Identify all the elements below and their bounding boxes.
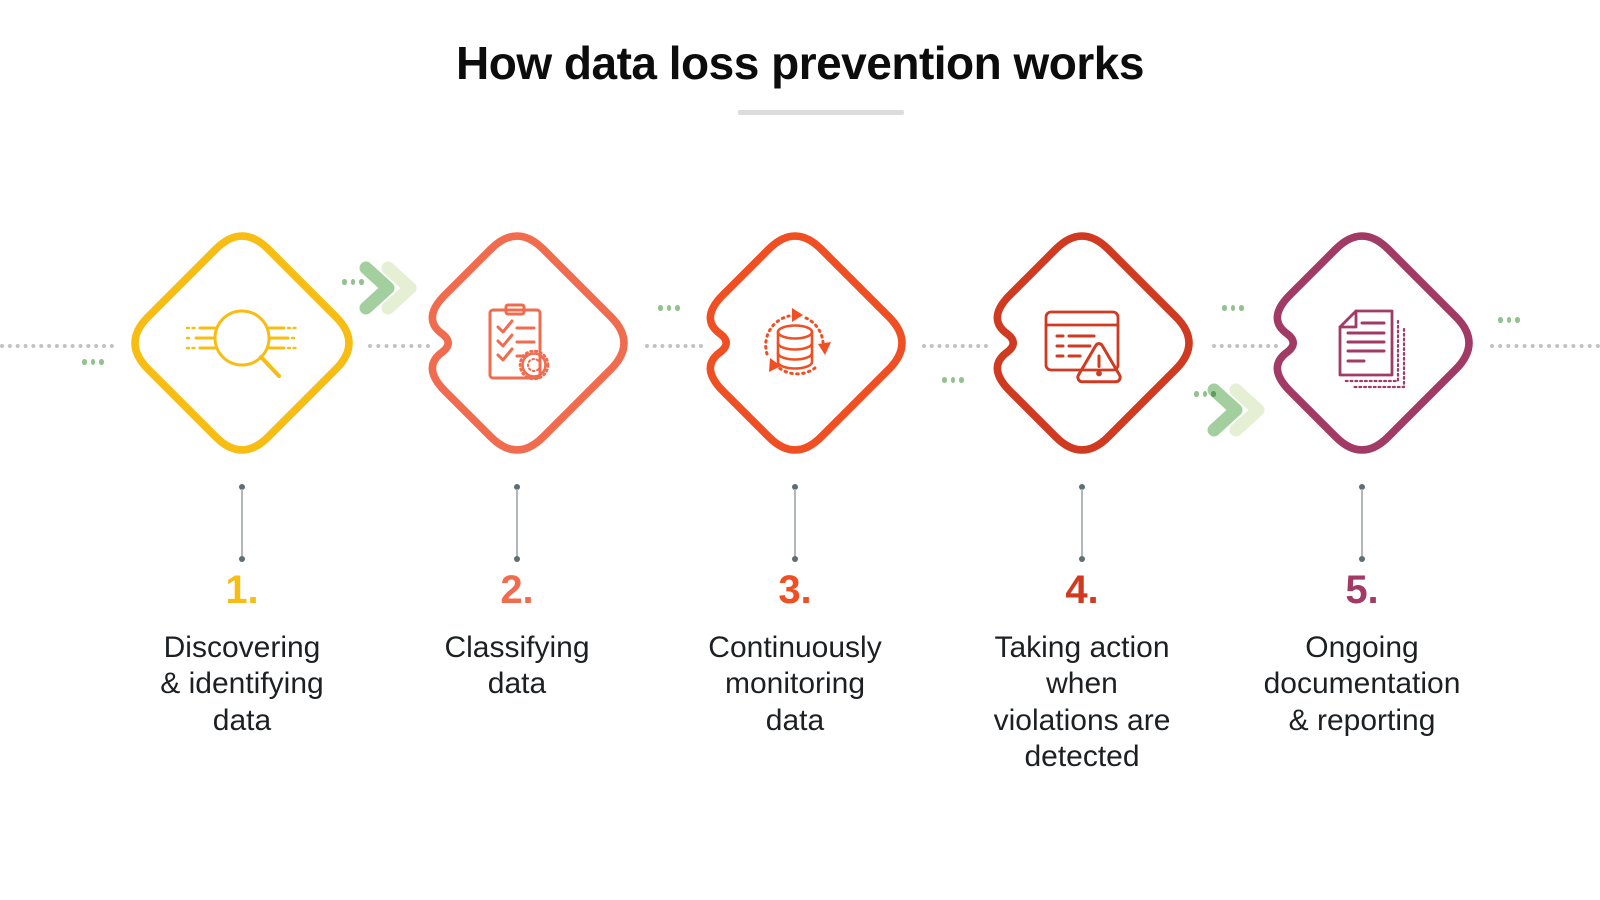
- connector-line: [1078, 484, 1086, 562]
- alert-window-icon: [1032, 302, 1132, 390]
- dot: [1194, 391, 1199, 397]
- dotted-line-segment: [368, 344, 430, 348]
- dot: [942, 377, 947, 383]
- step-label: Taking action when violations are detect…: [993, 631, 1171, 773]
- dot: [1498, 317, 1503, 323]
- accent-dots: [342, 279, 364, 285]
- diamond-outline-notched: [706, 232, 906, 454]
- dot: [1202, 391, 1207, 397]
- dot: [90, 359, 95, 365]
- dot: [1222, 305, 1227, 311]
- diamond-outline: [131, 232, 353, 454]
- connector-line: [513, 484, 521, 562]
- accent-dots: [942, 377, 964, 383]
- step-4-taking-action: 4. Taking action when violations are det…: [942, 0, 1222, 900]
- step-number: 1.: [225, 568, 259, 612]
- dot: [658, 305, 663, 311]
- title-underline: [738, 110, 904, 115]
- dotted-line-segment: [1490, 344, 1600, 348]
- chevron-front-icon: [1229, 383, 1265, 437]
- step-label: Discovering & identifying data: [160, 631, 324, 737]
- step-label: Ongoing documentation & reporting: [1263, 631, 1461, 737]
- dot: [666, 305, 671, 311]
- connector-stem: [1081, 489, 1083, 557]
- double-chevron-arrow: [359, 261, 417, 315]
- connector-dot: [1079, 484, 1085, 490]
- step-label: Classifying data: [444, 631, 590, 701]
- database-sync-icon: [745, 308, 831, 394]
- dot: [1230, 305, 1235, 311]
- double-chevron-arrow: [1207, 383, 1265, 437]
- clipboard-checklist-icon: [468, 300, 566, 392]
- chevron-front-icon: [381, 261, 417, 315]
- step-5-documentation: 5. Ongoing documentation & reporting: [1222, 0, 1502, 900]
- connector-dot: [1359, 556, 1365, 562]
- dotted-line-segment: [1212, 344, 1278, 348]
- chevron-back-icon: [359, 261, 395, 315]
- magnifier-scan-icon: [186, 300, 298, 392]
- diamond-outline-notched: [1273, 232, 1473, 454]
- connector-line: [791, 484, 799, 562]
- connector-stem: [516, 489, 518, 557]
- connector-dot: [514, 556, 520, 562]
- step-2-classifying: 2. Classifying data: [377, 0, 657, 900]
- dot: [99, 359, 104, 365]
- connector-line: [1358, 484, 1366, 562]
- step-number: 5.: [1345, 568, 1379, 612]
- step-number: 2.: [500, 568, 534, 612]
- accent-dots: [82, 359, 104, 365]
- dotted-line-segment: [922, 344, 988, 348]
- connector-line: [238, 484, 246, 562]
- connector-dot: [792, 556, 798, 562]
- diamond-outline-notched: [428, 232, 628, 454]
- step-1-discovering: 1. Discovering & identifying data: [102, 0, 382, 900]
- step-number: 4.: [1065, 568, 1099, 612]
- dot: [950, 377, 955, 383]
- connector-dot: [239, 484, 245, 490]
- dot: [82, 359, 87, 365]
- document-report-icon: [1314, 299, 1410, 393]
- dot: [1515, 317, 1520, 323]
- connector-dot: [792, 484, 798, 490]
- dot: [959, 377, 964, 383]
- connector-dot: [1079, 556, 1085, 562]
- dot: [1506, 317, 1511, 323]
- accent-dots: [658, 305, 680, 311]
- dotted-line-segment: [645, 344, 703, 348]
- dot: [350, 279, 355, 285]
- dot: [675, 305, 680, 311]
- chevron-back-icon: [1207, 383, 1243, 437]
- step-3-monitoring: 3. Continuously monitoring data: [655, 0, 935, 900]
- connector-stem: [1361, 489, 1363, 557]
- connector-stem: [241, 489, 243, 557]
- dotted-line-segment: [0, 344, 114, 348]
- connector-dot: [1359, 484, 1365, 490]
- dot: [359, 279, 364, 285]
- connector-dot: [239, 556, 245, 562]
- step-label: Continuously monitoring data: [708, 631, 882, 737]
- connector-stem: [794, 489, 796, 557]
- dot: [342, 279, 347, 285]
- connector-dot: [514, 484, 520, 490]
- dot: [1239, 305, 1244, 311]
- diamond-outline-notched: [993, 232, 1193, 454]
- accent-dots: [1222, 305, 1244, 311]
- step-number: 3.: [778, 568, 812, 612]
- accent-dots: [1498, 317, 1520, 323]
- page-title: How data loss prevention works: [456, 37, 1144, 89]
